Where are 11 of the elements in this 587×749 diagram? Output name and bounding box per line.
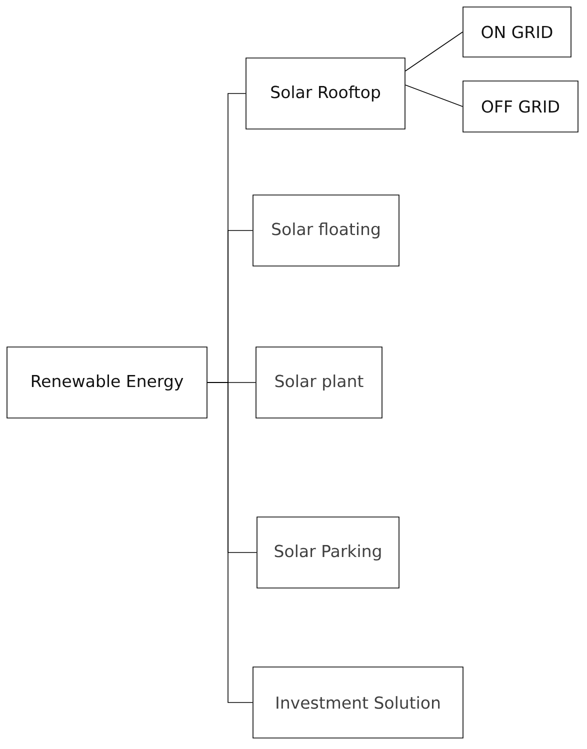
category-box: Solar plant	[256, 346, 382, 418]
category-box: OFF GRID	[462, 80, 578, 132]
connector-line	[207, 382, 253, 703]
category-box: Solar Rooftop	[246, 58, 406, 130]
category-box: Renewable Energy	[6, 346, 208, 418]
connector-line	[405, 32, 463, 72]
connector-line	[405, 84, 463, 107]
category-box: ON GRID	[462, 6, 572, 58]
category-box: Solar floating	[252, 194, 400, 266]
category-box: Solar Parking	[256, 516, 400, 588]
category-box: Investment Solution	[252, 666, 464, 738]
